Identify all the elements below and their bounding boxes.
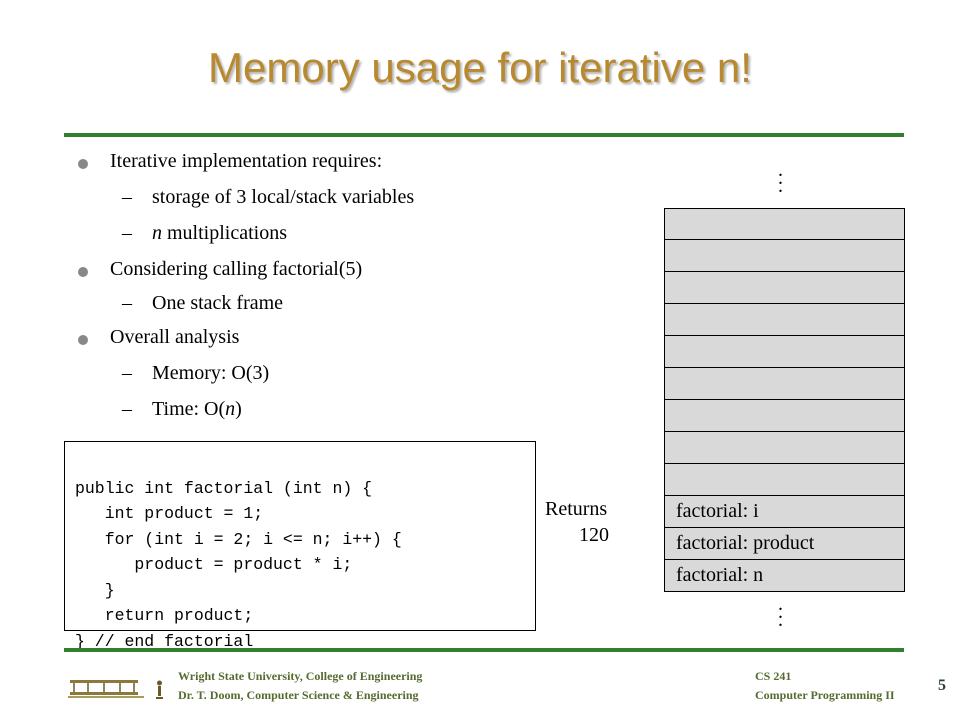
slide-title: Memory usage for iterative n!: [208, 44, 752, 91]
stack-cell: [664, 368, 905, 400]
sub-bullet-text: One stack frame: [152, 292, 284, 314]
stack-cell: [664, 272, 905, 304]
bullet-dot-icon: [78, 267, 88, 277]
sub-bullet-text: Time: O(n): [152, 398, 242, 420]
footer-course-code: CS 241: [755, 669, 792, 683]
wright-flyer-logo-icon: [68, 680, 163, 699]
stack-cell: [664, 208, 905, 240]
footer-university: Wright State University, College of Engi…: [178, 669, 423, 683]
stack-cell: [664, 304, 905, 336]
code-line: }: [75, 580, 115, 600]
stack-cell: [664, 400, 905, 432]
returns-label: Returns 120: [545, 496, 609, 548]
sub-bullet-text: storage of 3 local/stack variables: [152, 186, 415, 208]
bullet-text: Overall analysis: [110, 326, 240, 348]
memory-stack: factorial: i factorial: product factoria…: [664, 208, 905, 592]
footer-author: Dr. T. Doom, Computer Science & Engineer…: [178, 688, 419, 702]
footer-right: CS 241 Computer Programming II: [755, 667, 895, 705]
bullet-dot-icon: [78, 335, 88, 345]
dash: –: [122, 292, 132, 314]
stack-cell: [664, 240, 905, 272]
stack-cell: [664, 336, 905, 368]
sub-bullet-text: n multiplications: [152, 222, 287, 244]
dash: –: [122, 186, 132, 208]
footer-course-name: Computer Programming II: [755, 688, 895, 702]
code-block: public int factorial (int n) { int produ…: [64, 441, 536, 651]
code-line: public int factorial (int n) {: [75, 478, 373, 498]
code-line: product = product * i;: [75, 555, 353, 574]
stack-cell: [664, 464, 905, 496]
bullet-dot-icon: [78, 159, 88, 169]
sub-bullet-text: Memory: O(3): [152, 362, 270, 384]
code-line: int product = 1;: [75, 504, 264, 523]
bullet-text: Considering calling factorial(5): [110, 258, 363, 280]
stack-cell-n: factorial: n: [664, 560, 905, 592]
bullet-text: Iterative implementation requires:: [110, 150, 383, 172]
top-divider: [64, 133, 904, 137]
dash: –: [122, 398, 132, 420]
ellipsis-bottom-icon: ...: [778, 593, 783, 631]
code-line: return product;: [75, 606, 254, 625]
code-line: } // end factorial: [75, 631, 254, 651]
footer-left: Wright State University, College of Engi…: [178, 667, 422, 705]
ellipsis-top-icon: ...: [778, 159, 783, 197]
stack-cell: [664, 432, 905, 464]
dash: –: [122, 362, 132, 384]
returns-text: Returns: [545, 498, 608, 520]
bottom-divider: [64, 648, 904, 652]
page-number: 5: [938, 677, 946, 694]
code-line: for (int i = 2; i <= n; i++) {: [75, 529, 402, 549]
stack-cell-product: factorial: product: [664, 528, 905, 560]
dash: –: [122, 222, 132, 244]
stack-cell-i: factorial: i: [664, 496, 905, 528]
returns-value: 120: [579, 524, 609, 546]
